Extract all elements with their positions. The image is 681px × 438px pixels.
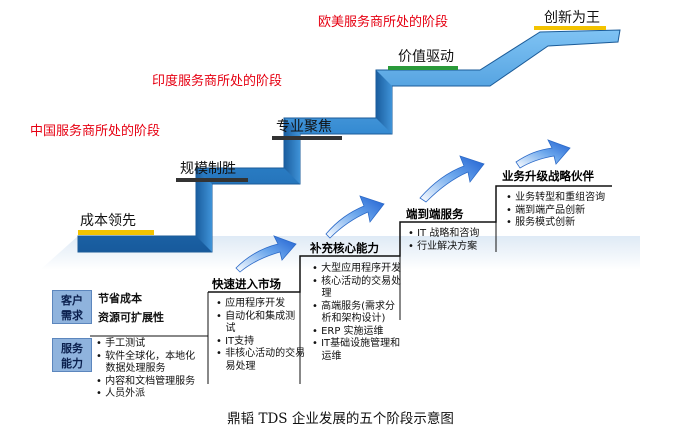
list-item: 运维 <box>321 350 342 362</box>
stage-innovation: 创新为王 <box>544 10 600 26</box>
step-bar-4 <box>388 66 458 70</box>
list-item: 数据处理服务 <box>105 363 166 374</box>
step-bar-1 <box>78 230 154 235</box>
stage-strategic-partner-list: 业务转型和重组咨询 端到端产品创新 服务模式创新 <box>506 192 605 230</box>
stage-cost-leadership: 成本领先 <box>80 213 136 229</box>
phase-label-india: 印度服务商所处的阶段 <box>152 74 283 89</box>
list-item: 核心活动的交易处 <box>312 276 401 289</box>
step-bar-3 <box>272 136 342 140</box>
stage-end-to-end-title: 端到端服务 <box>406 207 464 221</box>
list-item: 理 <box>321 288 332 299</box>
step-bar-2 <box>176 178 248 182</box>
stage-core-capability-list: 大型应用程序开发 核心活动的交易处 理 高端服务(需求分 析和架构设计) ERP… <box>312 263 401 363</box>
stage-end-to-end-list: IT 战略和咨询 行业解决方案 <box>408 228 479 253</box>
list-item: 人员外派 <box>96 388 195 401</box>
client-needs-label-text: 客户需求 <box>61 294 83 322</box>
lower-staircase <box>208 185 612 293</box>
phase-label-western: 欧美服务商所处的阶段 <box>318 15 449 30</box>
arrow-icon-2 <box>325 195 385 239</box>
service-capability-label: 服务能力 <box>52 338 92 372</box>
list-item: 应用程序开发 <box>216 298 305 311</box>
stage-scale: 规模制胜 <box>180 161 236 177</box>
stage-strategic-partner-title: 业务升级战略伙伴 <box>502 169 594 183</box>
figure-caption: 鼎韬 TDS 企业发展的五个阶段示意图 <box>227 411 454 427</box>
stage-quick-market-title: 快速进入市场 <box>212 277 281 291</box>
list-item: 试 <box>225 323 236 334</box>
stage-quick-market-list: 应用程序开发 自动化和集成测 试 IT支持 非核心活动的交易 易处理 <box>216 298 305 373</box>
stage-core-capability-title: 补充核心能力 <box>310 241 379 255</box>
list-item: 大型应用程序开发 <box>312 263 401 276</box>
list-item: IT 战略和咨询 <box>408 228 479 241</box>
stage-specialization: 专业聚焦 <box>276 119 332 135</box>
arrow-icon-4 <box>515 139 571 169</box>
stage-value: 价值驱动 <box>398 49 454 65</box>
list-item: 内容和文档管理服务 <box>96 376 195 389</box>
service-capability-list: 手工测试 软件全球化，本地化 数据处理服务 内容和文档管理服务 人员外派 <box>96 338 195 401</box>
step-bar-5 <box>534 26 606 30</box>
list-item: 易处理 <box>225 360 256 372</box>
service-capability-label-text: 服务能力 <box>61 342 83 370</box>
list-item: 非核心活动的交易 <box>216 348 305 361</box>
list-item: IT支持 <box>216 336 305 349</box>
list-item: 端到端产品创新 <box>506 205 605 218</box>
list-item: 高端服务(需求分 <box>312 301 401 314</box>
arrow-icon-1 <box>235 235 297 273</box>
list-item: 手工测试 <box>96 338 195 351</box>
client-need-2: 资源可扩展性 <box>98 311 164 324</box>
list-item: 自动化和集成测 <box>216 311 305 324</box>
client-needs-label: 客户需求 <box>52 290 92 324</box>
list-item: IT基础设施管理和 <box>312 338 401 351</box>
list-item: 软件全球化，本地化 <box>96 351 195 364</box>
list-item: 行业解决方案 <box>408 241 479 254</box>
phase-label-china: 中国服务商所处的阶段 <box>30 124 161 139</box>
list-item: 析和架构设计) <box>321 313 386 324</box>
list-item: ERP 实施运维 <box>312 326 401 339</box>
client-need-1: 节省成本 <box>98 292 142 305</box>
list-item: 服务模式创新 <box>506 217 605 230</box>
list-item: 业务转型和重组咨询 <box>506 192 605 205</box>
arrow-icon-3 <box>419 155 485 203</box>
